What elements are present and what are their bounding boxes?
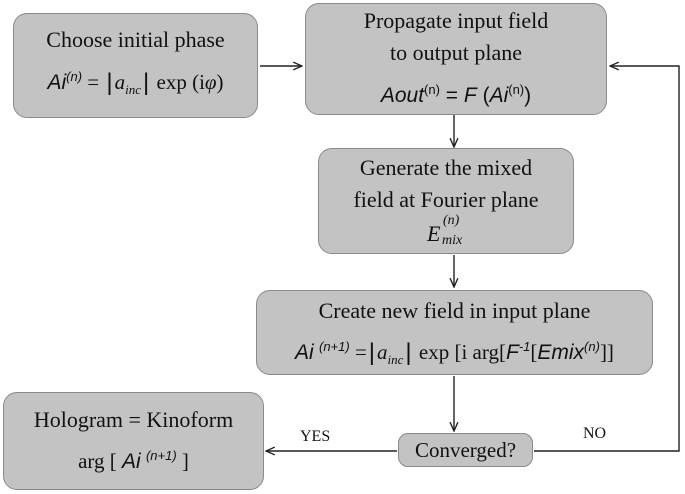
choose-formula: Ai(n) = |ainc| exp (iφ) (14, 69, 257, 97)
propagate-line1: Propagate input field (363, 8, 549, 33)
propagate-eq: = (445, 84, 459, 107)
box-generate: Generate the mixed field at Fourier plan… (318, 148, 574, 254)
e-sup: (n) (443, 213, 460, 228)
create-formula: Ai (n+1) =|ainc| exp [i arg[F-1[Emix(n)]… (257, 339, 652, 367)
propagate-close: ) (524, 84, 532, 107)
create-finv: F (505, 341, 519, 364)
propagate-lhs-sup: (n) (424, 82, 440, 97)
choose-a-sub: inc (125, 82, 142, 98)
box-create: Create new field in input plane Ai (n+1)… (256, 290, 653, 375)
create-emix: Emix (537, 341, 585, 364)
abs-bar-icon: | (143, 69, 150, 96)
hologram-arg: Ai (122, 450, 141, 473)
generate-line2: field at Fourier plane (353, 187, 539, 212)
choose-title: Choose initial phase (46, 27, 225, 52)
e-sub: mix (442, 233, 463, 248)
propagate-line2: to output plane (390, 40, 522, 65)
create-open: [ (530, 340, 538, 364)
create-title: Create new field in input plane (318, 298, 591, 323)
generate-line1: Generate the mixed (359, 155, 533, 180)
create-close: ]] (599, 340, 614, 364)
propagate-open: ( (482, 84, 490, 107)
hologram-arg-sup: (n+1) (145, 448, 177, 463)
propagate-f: F (463, 84, 477, 107)
abs-bar-icon: | (405, 339, 412, 366)
hologram-formula: arg [ Ai (n+1) ] (4, 449, 263, 474)
choose-phi: φ (204, 70, 217, 94)
hologram-line1: Hologram = Kinoform (33, 407, 234, 432)
abs-bar-icon: | (106, 69, 113, 96)
generate-formula: E (n) mix (319, 213, 573, 253)
e-base: E (427, 221, 441, 246)
converged-label: Converged? (414, 438, 517, 462)
create-eq: = (354, 340, 367, 364)
create-exp: exp [i arg[ (418, 340, 506, 364)
propagate-formula: Aout(n) = F (Ai(n)) (306, 82, 606, 108)
box-converged: Converged? (398, 433, 533, 467)
hologram-arg-close: ] (181, 449, 189, 473)
box-propagate: Propagate input field to output plane Ao… (305, 3, 607, 115)
choose-lhs: Ai (47, 71, 67, 94)
e-mix-symbol: E (n) mix (419, 213, 473, 253)
create-a-sub: inc (387, 352, 404, 368)
choose-a: a (114, 70, 126, 94)
choose-eq: = (87, 70, 100, 94)
choose-lhs-sup: (n) (66, 69, 83, 84)
box-choose-initial-phase: Choose initial phase Ai(n) = |ainc| exp … (13, 13, 258, 118)
choose-close: ) (216, 70, 224, 94)
abs-bar-icon: | (368, 339, 376, 366)
create-emix-sup: (n) (584, 339, 600, 354)
choose-exp: exp (i (156, 70, 205, 94)
propagate-arg: Ai (489, 84, 509, 107)
create-finv-sup: -1 (518, 339, 531, 354)
create-a: a (377, 340, 388, 364)
label-no: NO (583, 425, 607, 442)
create-lhs-sup: (n+1) (318, 339, 350, 354)
label-yes: YES (300, 428, 331, 445)
propagate-arg-sup: (n) (508, 82, 525, 97)
hologram-arg-open: arg [ (78, 449, 117, 473)
box-hologram: Hologram = Kinoform arg [ Ai (n+1) ] (3, 392, 264, 490)
create-lhs: Ai (295, 341, 314, 364)
arrow-no-loop (534, 66, 680, 452)
propagate-lhs: Aout (380, 84, 425, 107)
